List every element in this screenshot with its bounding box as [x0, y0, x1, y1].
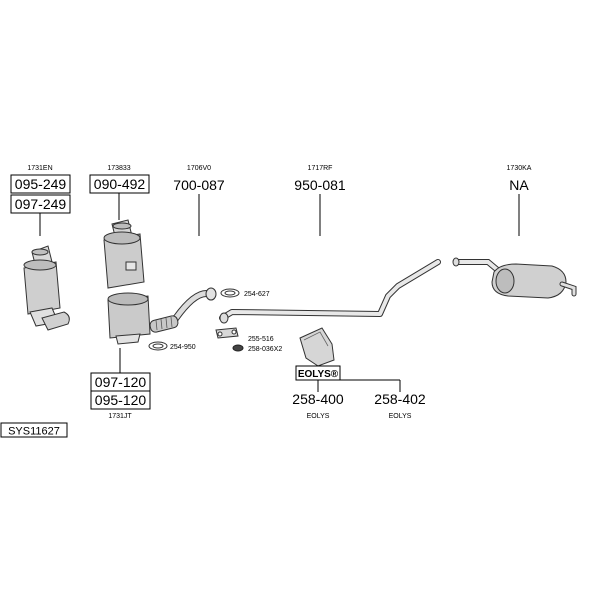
- part-box-095-249: [10, 174, 71, 194]
- part-number-254-950[interactable]: 254-950: [170, 344, 196, 351]
- eolys-name-1: EOLYS: [307, 413, 330, 420]
- oe-number-1731jt: 1731JT: [108, 413, 132, 420]
- eolys-name-2: EOLYS: [389, 413, 412, 420]
- system-id: SYS11627: [8, 426, 60, 438]
- particulate-filter-bottom-illustration: [107, 292, 151, 345]
- system-id-box: [0, 422, 68, 438]
- middle-pipe-illustration: [219, 259, 441, 324]
- part-number-258-036x2[interactable]: 258-036X2: [248, 346, 282, 353]
- part-number-255-516[interactable]: 255-516: [248, 336, 274, 343]
- particulate-filter-top-illustration: [103, 219, 145, 289]
- catalytic-converter-1-illustration: [23, 245, 70, 331]
- eolys-leader-lines: [317, 379, 401, 392]
- clamp-254-627-illustration: [220, 288, 240, 298]
- rubber-mount-illustration: [232, 344, 244, 352]
- part-box-095-120: [90, 390, 151, 410]
- part-number-090-492[interactable]: 090-492: [94, 176, 146, 192]
- oe-number-1706v0: 1706V0: [187, 165, 211, 172]
- eolys-tank-illustration: [299, 327, 335, 367]
- clamp-254-950-illustration: [148, 341, 168, 351]
- part-number-097-249[interactable]: 097-249: [15, 196, 67, 212]
- part-number-700-087[interactable]: 700-087: [173, 177, 225, 193]
- part-number-095-249[interactable]: 095-249: [15, 176, 67, 192]
- part-number-095-120[interactable]: 095-120: [95, 392, 147, 408]
- oe-number-1717rf: 1717RF: [308, 165, 333, 172]
- bracket-255-516-illustration: [215, 327, 239, 339]
- oe-number-1730ka: 1730KA: [507, 165, 532, 172]
- oe-number-1731en: 1731EN: [27, 165, 52, 172]
- rear-silencer-illustration: [452, 257, 577, 299]
- part-number-258-402[interactable]: 258-402: [374, 391, 426, 407]
- oe-number-173833: 173833: [107, 165, 130, 172]
- eolys-label: EOLYS®: [298, 369, 339, 380]
- part-number-950-081[interactable]: 950-081: [294, 177, 346, 193]
- flex-pipe-illustration: [149, 287, 217, 333]
- part-number-na[interactable]: NA: [509, 177, 529, 193]
- part-number-097-120[interactable]: 097-120: [95, 374, 147, 390]
- part-number-258-400[interactable]: 258-400: [292, 391, 344, 407]
- part-number-254-627[interactable]: 254-627: [244, 291, 270, 298]
